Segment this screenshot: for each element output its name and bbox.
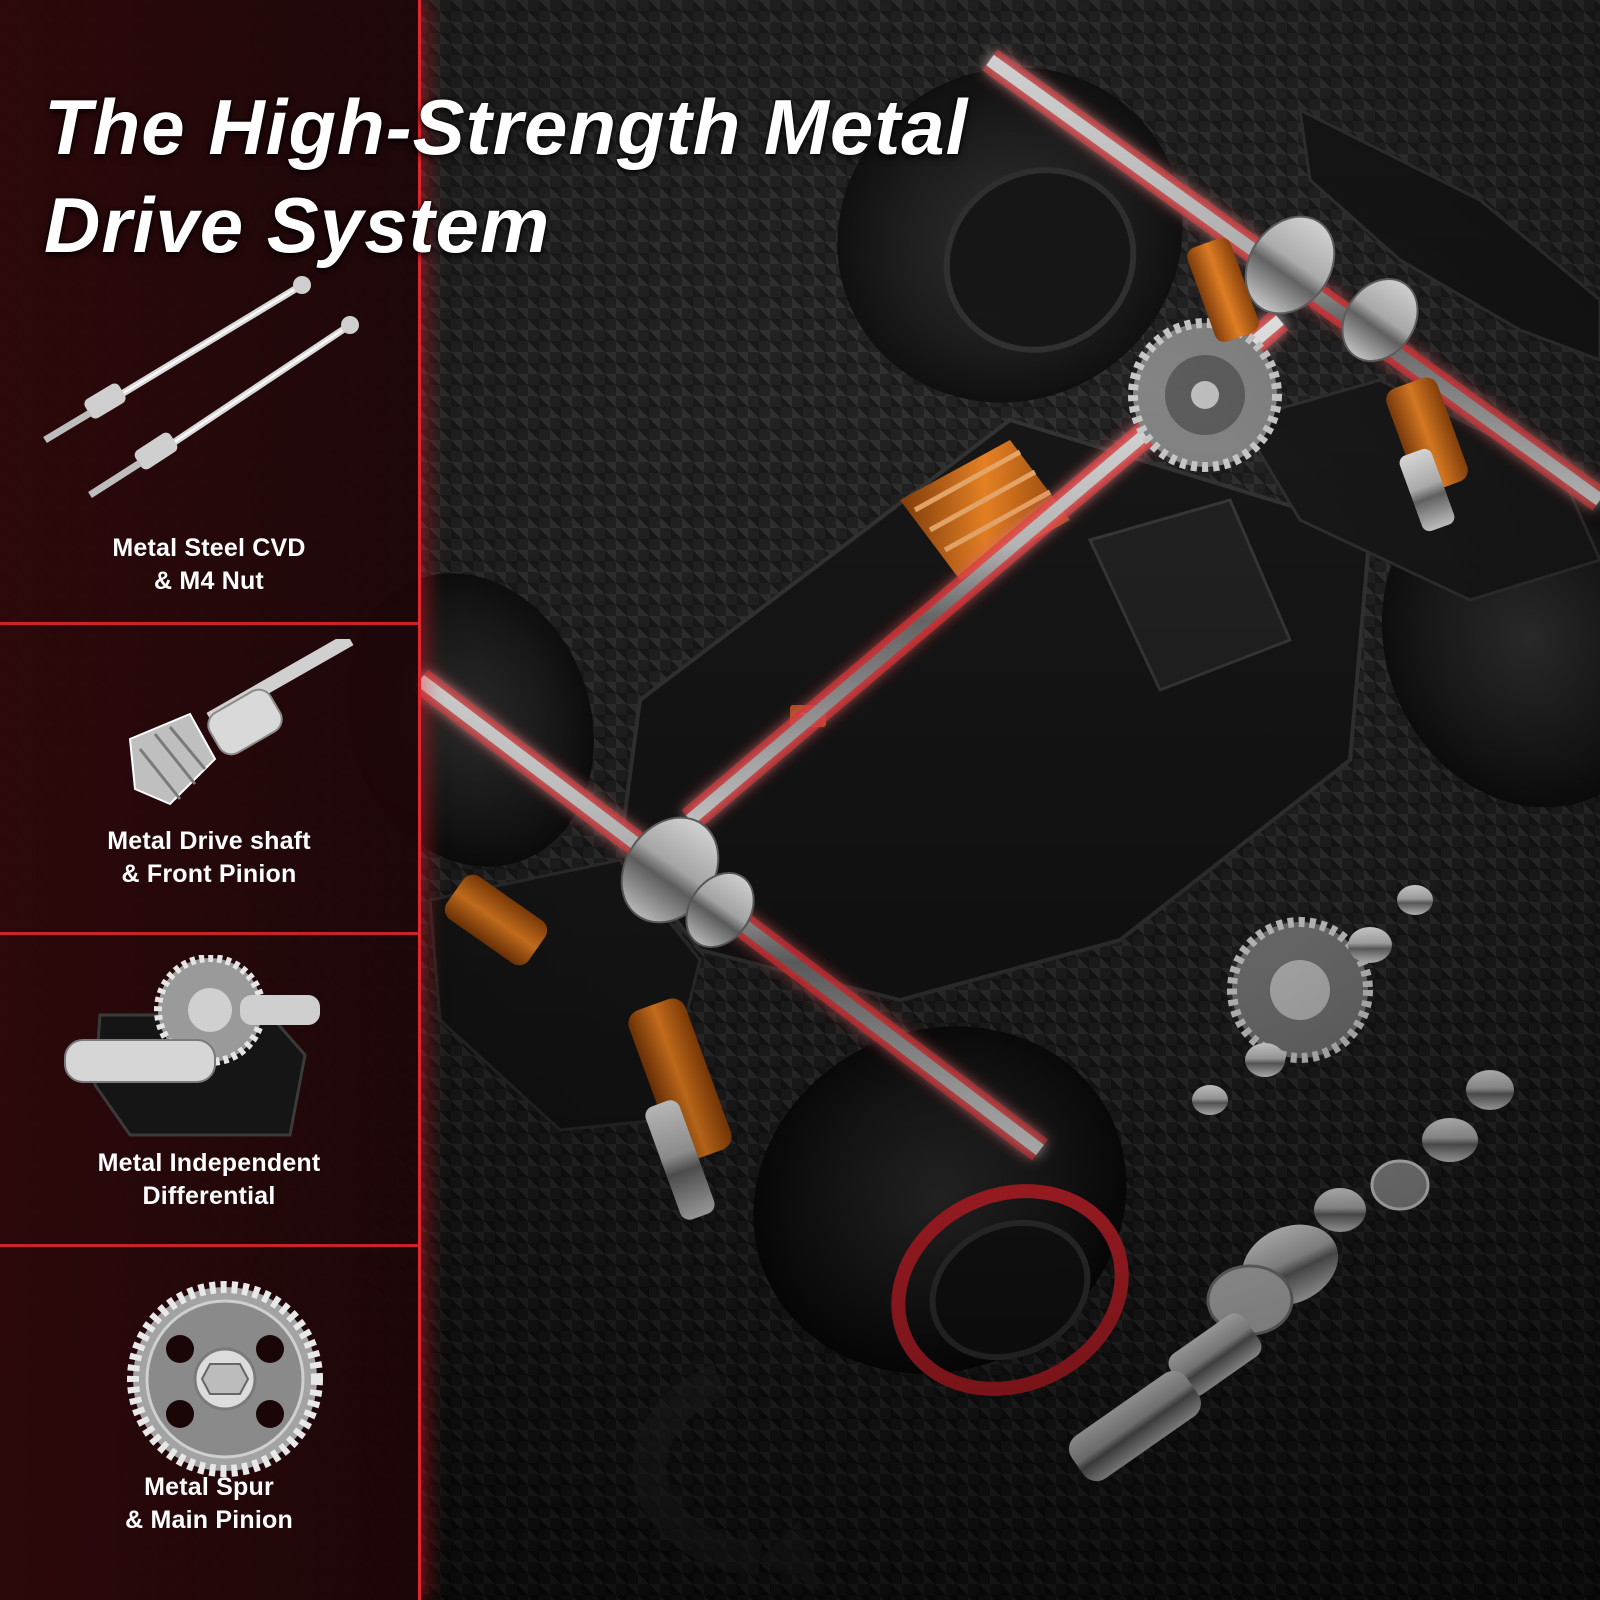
- cvd-driveshaft-icon: [43, 276, 359, 498]
- feature-panel-spur-gear: Metal Spur & Main Pinion: [0, 1244, 418, 1600]
- feature-label: Metal Drive shaft & Front Pinion: [107, 827, 311, 888]
- differential-icon: [64, 955, 320, 1137]
- feature-label: Metal Spur & Main Pinion: [125, 1473, 293, 1534]
- feature-panel-differential: Metal Independent Differential: [0, 932, 418, 1244]
- drive-shaft-pinion-icon: [128, 639, 354, 806]
- spur-gear-icon: [127, 1281, 323, 1477]
- page-title: The High-Strength Metal Drive System: [44, 83, 969, 269]
- feature-sidebar: Metal Steel CVD & M4 Nut Metal Drive sha…: [0, 0, 421, 1600]
- feature-label: Metal Steel CVD & M4 Nut: [112, 534, 306, 595]
- feature-label: Metal Independent Differential: [97, 1149, 321, 1210]
- feature-panel-drive-shaft: Metal Drive shaft & Front Pinion: [0, 622, 418, 932]
- feature-panel-cvd: Metal Steel CVD & M4 Nut: [0, 0, 418, 622]
